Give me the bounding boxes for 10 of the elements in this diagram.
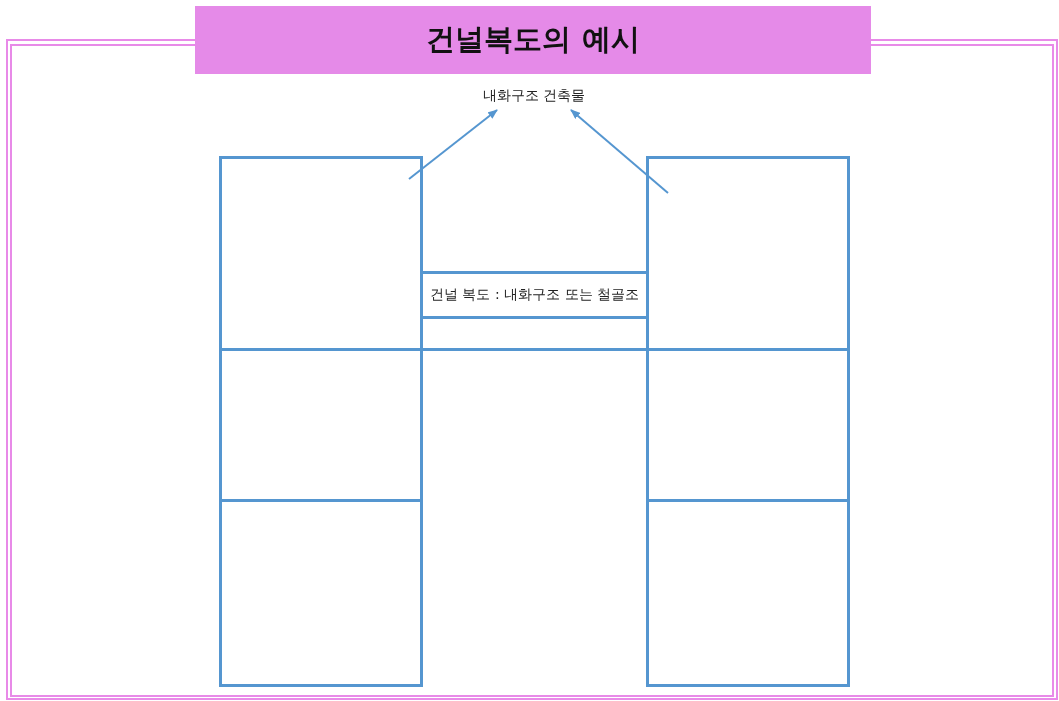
arrow [408, 109, 498, 180]
floor-box [646, 156, 850, 351]
floor-box [219, 348, 423, 502]
title-banner: 건널복도의 예시 [195, 6, 871, 74]
floor-box [219, 156, 423, 351]
label-text: 내화구조 건축물 [470, 85, 598, 107]
floor-box [219, 499, 423, 687]
arrow [570, 109, 669, 194]
floor-box [646, 348, 850, 502]
floor-box [646, 499, 850, 687]
